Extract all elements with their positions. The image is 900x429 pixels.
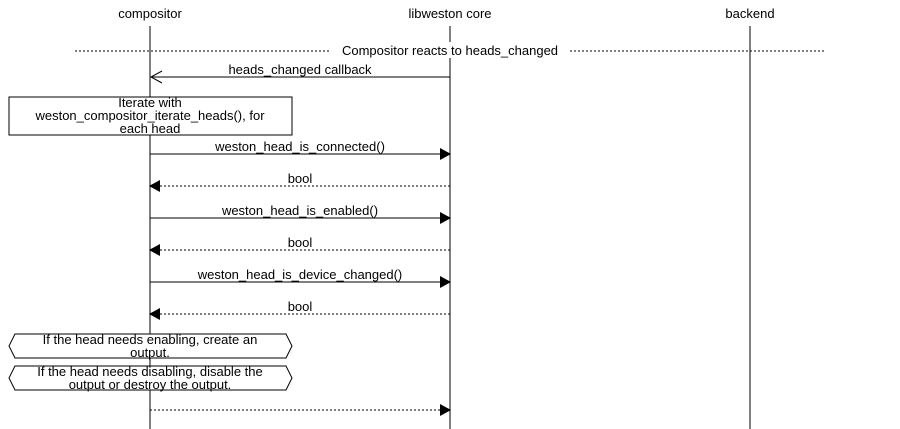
message-bool-return-3: bool <box>149 299 450 320</box>
separator-label: Compositor reacts to heads_changed <box>342 43 558 58</box>
note-line-1: If the head needs enabling, create an <box>43 332 258 347</box>
separator-label-bg <box>331 42 569 58</box>
loop-box: Iterate with weston_compositor_iterate_h… <box>8 95 293 136</box>
loop-box-line-3: each head <box>120 121 181 136</box>
filled-arrowhead <box>149 180 160 192</box>
message-weston-head-is-device-changed: weston_head_is_device_changed() <box>150 267 451 288</box>
filled-arrowhead <box>440 276 451 288</box>
message-weston-head-is-enabled: weston_head_is_enabled() <box>150 203 451 224</box>
message-bool-return-1: bool <box>149 171 450 192</box>
note-enable-head: If the head needs enabling, create an ou… <box>8 332 293 360</box>
message-label: weston_head_is_device_changed() <box>197 267 403 282</box>
participant-libweston-core: libweston core <box>408 6 491 21</box>
message-label: bool <box>288 235 313 250</box>
note-line-2: output or destroy the output. <box>69 377 232 392</box>
message-label: weston_head_is_connected() <box>214 139 385 154</box>
message-bool-return-2: bool <box>149 235 450 256</box>
message-final-dotted <box>150 404 451 416</box>
filled-arrowhead <box>440 212 451 224</box>
filled-arrowhead <box>149 244 160 256</box>
filled-arrowhead <box>149 308 160 320</box>
loop-box-line-2: weston_compositor_iterate_heads(), for <box>34 108 265 123</box>
open-arrowhead <box>149 70 163 84</box>
message-label: bool <box>288 171 313 186</box>
message-weston-head-is-connected: weston_head_is_connected() <box>150 139 451 160</box>
note-line-2: output. <box>130 345 170 360</box>
message-heads-changed-callback: heads_changed callback <box>149 62 450 84</box>
participant-backend: backend <box>725 6 774 21</box>
loop-box-line-1: Iterate with <box>118 95 182 110</box>
participant-compositor: compositor <box>118 6 182 21</box>
message-label: bool <box>288 299 313 314</box>
message-label: heads_changed callback <box>228 62 372 77</box>
filled-arrowhead <box>440 404 451 416</box>
filled-arrowhead <box>440 148 451 160</box>
note-line-1: If the head needs disabling, disable the <box>37 364 263 379</box>
message-label: weston_head_is_enabled() <box>221 203 378 218</box>
note-disable-head: If the head needs disabling, disable the… <box>8 364 293 392</box>
